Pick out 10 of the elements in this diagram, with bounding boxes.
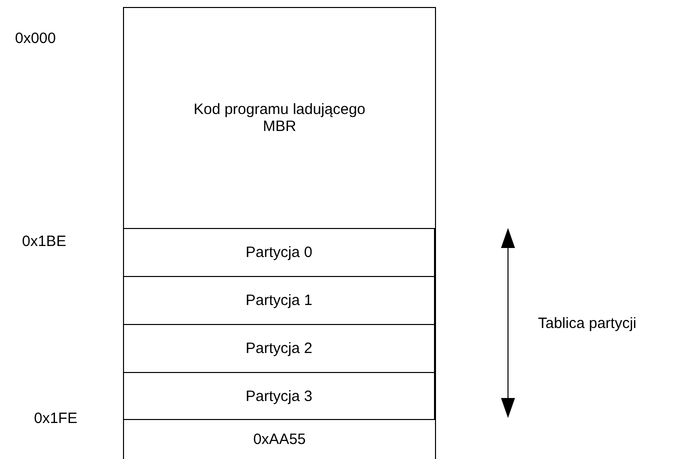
memory-block: Kod programu ladującego MBR <box>123 7 436 229</box>
address-label: 0x1FE <box>34 410 78 427</box>
address-label: 0x000 <box>15 30 56 47</box>
address-label: 0x1BE <box>22 233 66 250</box>
table-row: Partycja 3 <box>123 372 436 420</box>
table-row: Partycja 0 <box>123 228 436 277</box>
memory-block: 0xAA55 <box>123 419 436 459</box>
bracket-label: Tablica partycji <box>538 315 636 332</box>
table-row: Partycja 1 <box>123 276 436 325</box>
table-row: Partycja 2 <box>123 324 436 373</box>
